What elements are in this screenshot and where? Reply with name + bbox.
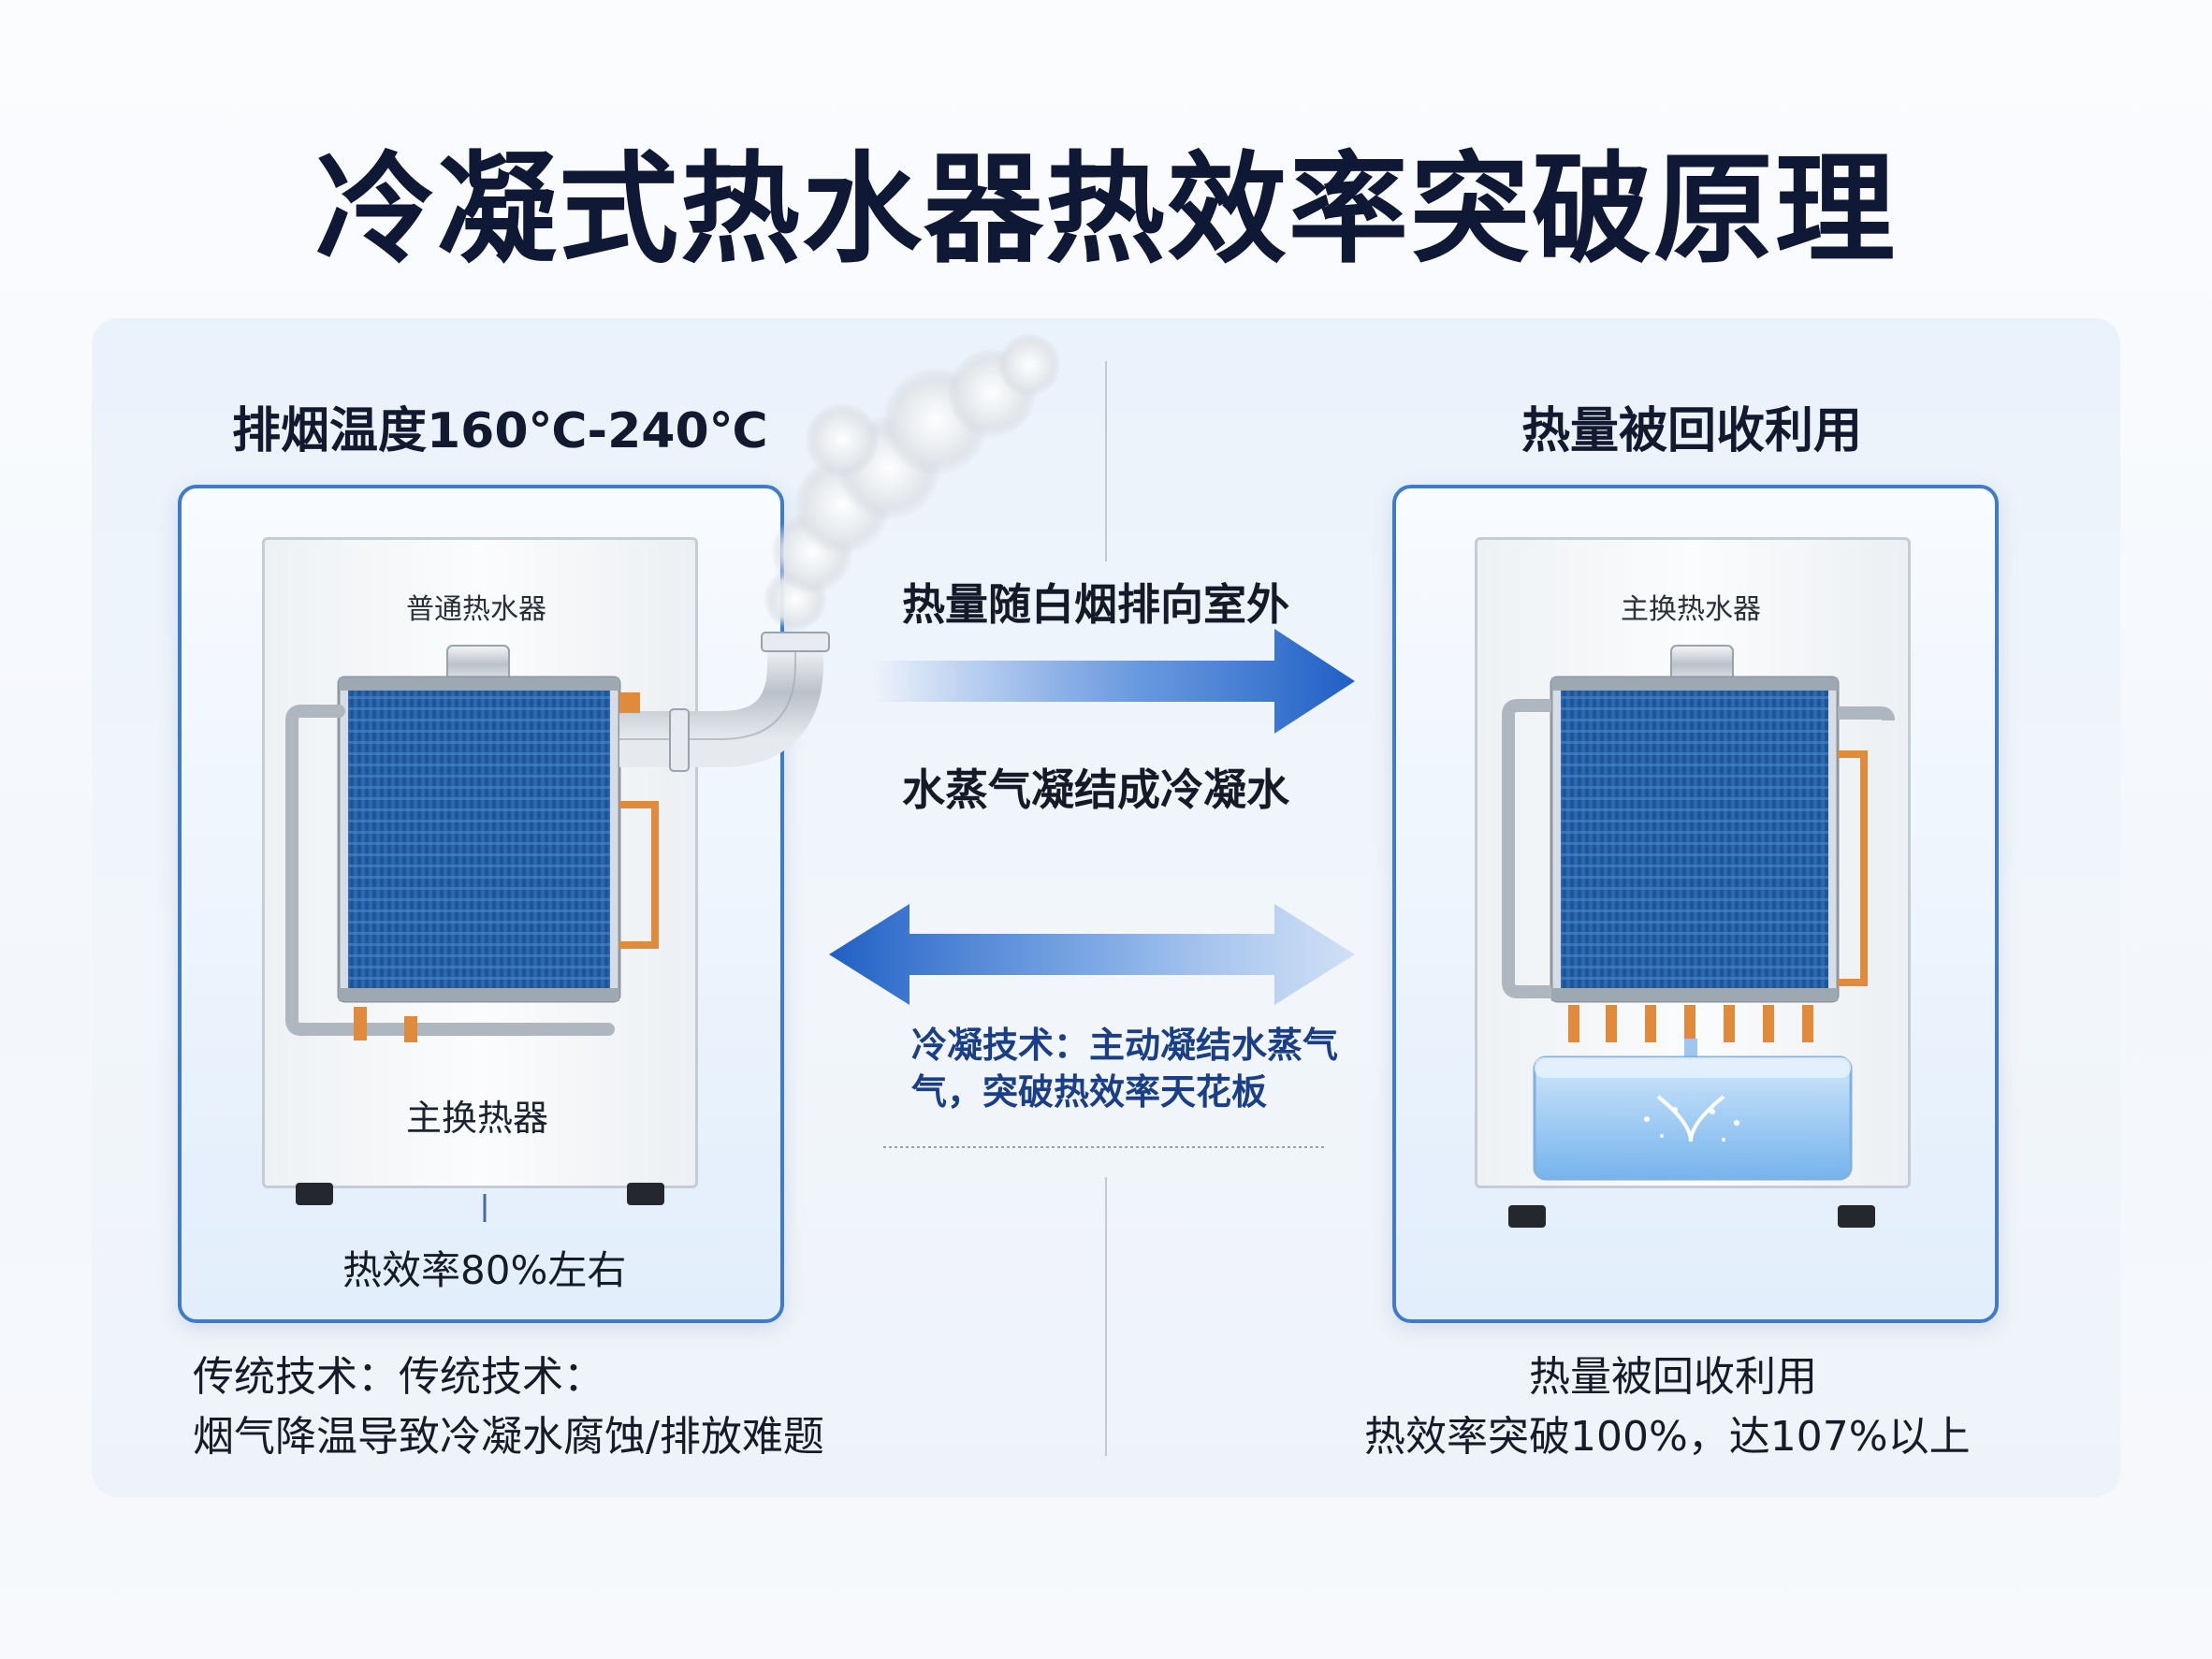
right-bottom-line2: 热效率突破100%，达107%以上 bbox=[1364, 1413, 1971, 1461]
left-heat-exchanger bbox=[285, 645, 659, 1042]
condensing-note-line1: 冷凝技术：主动凝结水蒸气 bbox=[911, 1025, 1339, 1066]
condensate-tank bbox=[1533, 1055, 1853, 1181]
left-efficiency-label: 热效率80%左右 bbox=[342, 1247, 627, 1293]
page-title: 冷凝式热水器热效率突破原理 bbox=[314, 140, 1897, 280]
left-exchanger-label: 主换热器 bbox=[406, 1098, 549, 1139]
left-bottom-line1: 传统技术：传统技术： bbox=[193, 1353, 604, 1401]
white-smoke bbox=[764, 333, 1061, 631]
right-unit-label: 主换热水器 bbox=[1621, 593, 1761, 626]
right-heat-exchanger bbox=[1502, 645, 1895, 1076]
right-heading: 热量被回收利用 bbox=[1521, 403, 1863, 459]
arrow-heat-recovered bbox=[829, 904, 1355, 1005]
right-unit-foot bbox=[1838, 1205, 1875, 1228]
left-heading: 排烟温度160℃-240℃ bbox=[232, 403, 768, 459]
right-unit-foot bbox=[1508, 1205, 1546, 1228]
exhaust-pipe bbox=[619, 632, 830, 772]
heat-out-text: 热量随白烟排向室外 bbox=[902, 579, 1289, 630]
left-unit-foot bbox=[296, 1183, 333, 1205]
condensing-note-line2: 气，突破热效率天花板 bbox=[911, 1071, 1268, 1113]
left-unit-foot bbox=[627, 1183, 664, 1205]
arrow-heat-out bbox=[872, 629, 1355, 734]
left-unit-label: 普通热水器 bbox=[406, 593, 546, 626]
left-bottom-line2: 烟气降温导致冷凝水腐蚀/排放难题 bbox=[193, 1413, 824, 1461]
right-bottom-line1: 热量被回收利用 bbox=[1529, 1353, 1817, 1401]
steam-condense-text: 水蒸气凝结成冷凝水 bbox=[902, 764, 1289, 815]
